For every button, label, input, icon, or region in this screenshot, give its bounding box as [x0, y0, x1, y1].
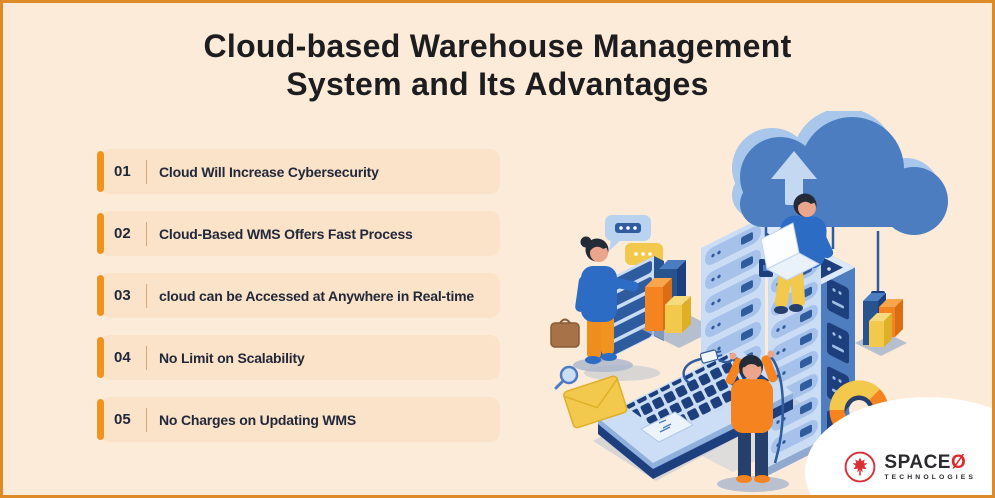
person-with-briefcase-icon: [550, 236, 639, 372]
item-label: No Charges on Updating WMS: [159, 411, 357, 428]
person-sitting-icon: [760, 193, 834, 314]
advantage-item-2: 02 Cloud-Based WMS Offers Fast Process: [97, 211, 500, 256]
advantage-item-4: 04 No Limit on Scalability: [97, 335, 500, 380]
item-divider: [146, 407, 147, 432]
maple-leaf-icon: [845, 451, 876, 483]
item-label: Cloud Will Increase Cybersecurity: [159, 163, 379, 180]
bar-chart-left-icon: [641, 260, 717, 348]
item-number: 01: [114, 163, 131, 180]
magnifier-icon: [554, 365, 579, 390]
item-number: 02: [114, 225, 131, 242]
logo-o-slash: Ø: [950, 451, 967, 473]
logo-text: SPACEØ TECHNOLOGIES: [884, 453, 976, 482]
title-line-2: System and Its Advantages: [286, 66, 709, 102]
item-number: 03: [114, 287, 131, 304]
power-plug-icon: [699, 349, 723, 364]
logo-subtitle: TECHNOLOGIES: [884, 473, 976, 481]
item-divider: [146, 283, 147, 308]
trackpad: [640, 411, 694, 443]
company-logo: SPACEØ TECHNOLOGIES: [844, 451, 976, 483]
item-divider: [146, 221, 147, 246]
item-divider: [146, 345, 147, 370]
item-number: 05: [114, 411, 131, 428]
advantage-item-5: 05 No Charges on Updating WMS: [97, 397, 500, 442]
title-line-1: Cloud-based Warehouse Management: [203, 28, 792, 64]
person-standing-icon: [682, 349, 789, 492]
item-number: 04: [114, 349, 131, 366]
item-label: Cloud-Based WMS Offers Fast Process: [159, 225, 413, 242]
cloud-warehouse-illustration: [550, 111, 948, 492]
envelope-icon: [563, 375, 628, 429]
cloud-upload-icon: [732, 111, 948, 235]
advantages-list: 01 Cloud Will Increase Cybersecurity 02 …: [97, 149, 500, 459]
item-divider: [146, 159, 147, 184]
logo-brand: SPACEØ: [884, 451, 967, 473]
advantage-item-3: 03 cloud can be Accessed at Anywhere in …: [97, 273, 500, 318]
item-label: No Limit on Scalability: [159, 349, 305, 366]
white-laptop-icon: [760, 222, 821, 281]
advantage-item-1: 01 Cloud Will Increase Cybersecurity: [97, 149, 500, 194]
item-label: cloud can be Accessed at Anywhere in Rea…: [159, 287, 474, 304]
bar-chart-right-icon: [855, 293, 907, 356]
